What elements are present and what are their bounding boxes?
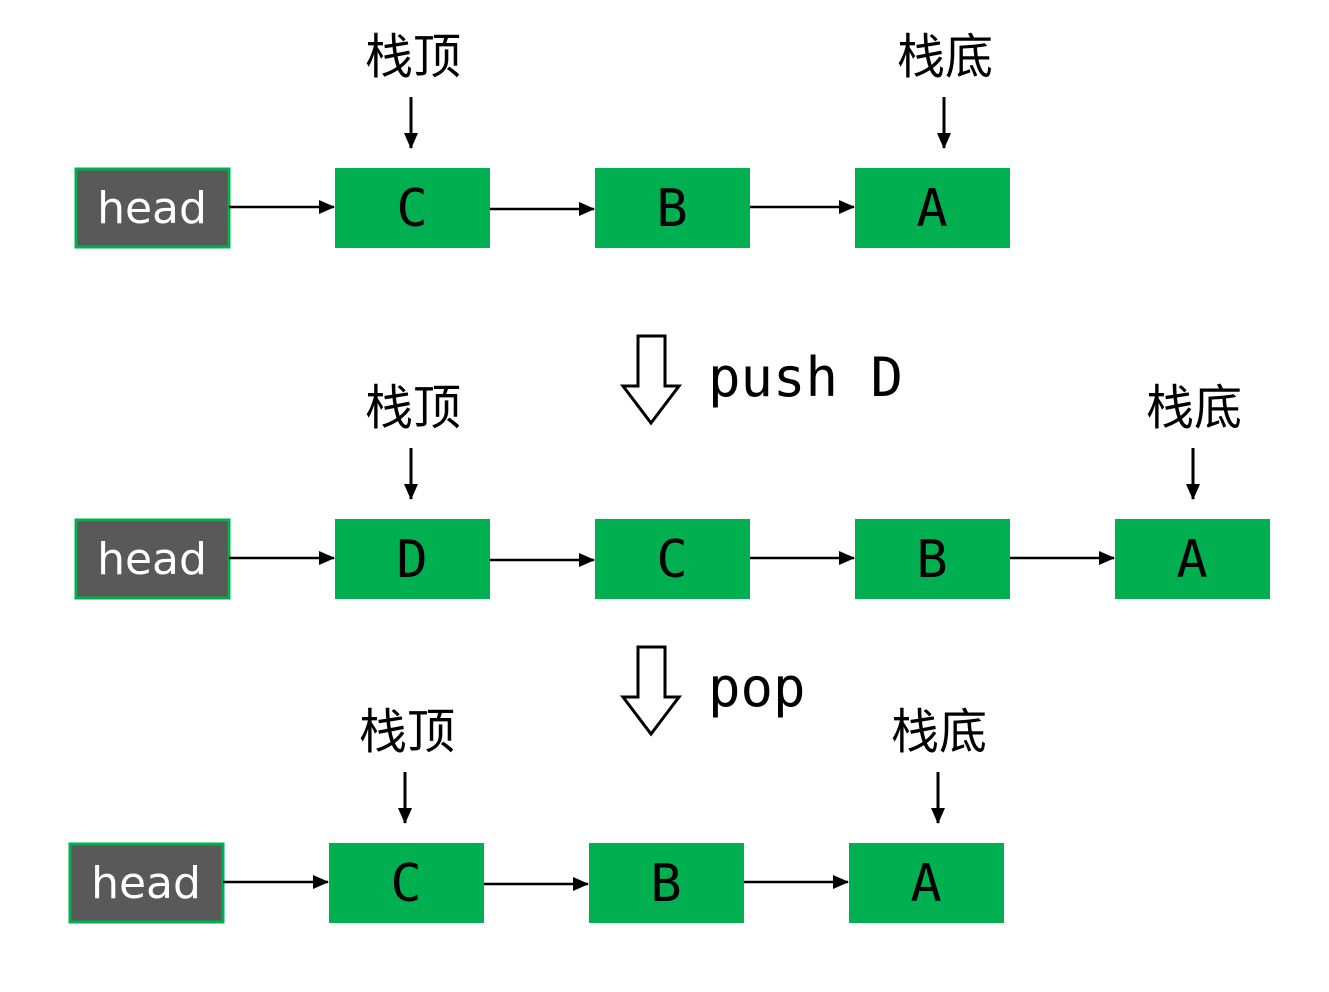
stack-row-3: 栈顶 栈底 head C B A — [68, 704, 1004, 924]
node-label: B — [656, 179, 687, 239]
stack-node: C — [335, 168, 490, 248]
node-label: C — [656, 530, 687, 590]
head-label: head — [91, 858, 201, 909]
node-label: A — [910, 854, 941, 914]
node-label: C — [396, 179, 427, 239]
operation-label: push D — [708, 346, 903, 409]
node-label: D — [396, 530, 427, 590]
stack-node: C — [595, 519, 750, 599]
stack-bottom-label: 栈底 — [891, 704, 987, 760]
head-node: head — [74, 518, 231, 600]
head-label: head — [97, 534, 207, 585]
stack-node: B — [855, 519, 1010, 599]
node-label: C — [390, 854, 421, 914]
head-label: head — [97, 183, 207, 234]
stack-top-label: 栈顶 — [359, 704, 455, 760]
stack-node: A — [849, 843, 1004, 923]
node-label: A — [916, 179, 947, 239]
head-node: head — [74, 167, 231, 249]
operation-push: push D — [619, 334, 903, 426]
stack-node: D — [335, 519, 490, 599]
operation-label: pop — [708, 656, 806, 719]
stack-top-label: 栈顶 — [365, 29, 461, 85]
stack-row-1: 栈顶 栈底 head C B A — [74, 29, 1010, 249]
node-label: B — [916, 530, 947, 590]
stack-node: A — [855, 168, 1010, 248]
down-arrow-icon — [619, 334, 683, 426]
stack-node: B — [595, 168, 750, 248]
operation-pop: pop — [619, 645, 806, 737]
stack-top-label: 栈顶 — [365, 380, 461, 436]
stack-bottom-label: 栈底 — [897, 29, 993, 85]
down-arrow-icon — [619, 645, 683, 737]
stack-bottom-label: 栈底 — [1146, 380, 1242, 436]
node-label: B — [650, 854, 681, 914]
stack-node: C — [329, 843, 484, 923]
head-node: head — [68, 842, 225, 924]
node-label: A — [1176, 530, 1207, 590]
stack-node: B — [589, 843, 744, 923]
stack-row-2: 栈顶 栈底 head D C B A — [74, 380, 1270, 600]
stack-node: A — [1115, 519, 1270, 599]
